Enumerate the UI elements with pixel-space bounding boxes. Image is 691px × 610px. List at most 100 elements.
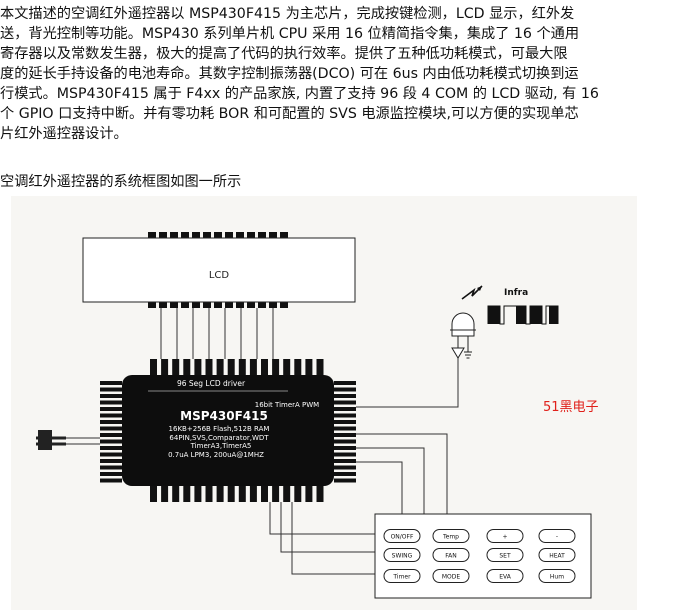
keypad-key-label: EVA [499, 574, 512, 581]
keypad-key[interactable] [432, 548, 470, 562]
chip-pin [100, 407, 122, 411]
lcd-pin [269, 232, 277, 238]
chip-pin [249, 486, 257, 502]
chip-pin [194, 359, 202, 375]
chip-pin [100, 394, 122, 398]
chip-pin [100, 387, 122, 392]
lcd-pin [181, 232, 189, 238]
chip-pin [183, 486, 191, 502]
lcd-pin [236, 302, 244, 308]
lcd-pin [148, 302, 156, 308]
chip-spec-power: 0.7uA LPM3, 200uA@1MHZ [168, 451, 264, 459]
paragraph-line: 本文描述的空调红外遥控器以 MSP430F415 为主芯片，完成按键检测，LCD… [0, 6, 575, 22]
paragraph-line: 送，背光控制等功能。MSP430 系列单片机 CPU 采用 16 位精简指令集，… [0, 26, 580, 42]
chip-pin [272, 359, 280, 375]
chip-pin [227, 486, 235, 502]
keypad-key[interactable] [432, 529, 470, 543]
chip-pins [100, 232, 356, 502]
ir-drive-wire [356, 358, 459, 408]
chip-pin [216, 359, 224, 375]
chip-pin [334, 478, 356, 483]
chip-pin [316, 359, 324, 375]
keypad-key[interactable] [486, 569, 524, 583]
keypad-key[interactable] [383, 569, 421, 583]
lcd-pin [192, 232, 200, 238]
chip-pin [283, 486, 291, 502]
chip-pin [205, 486, 213, 502]
chip-pin [334, 459, 356, 463]
paragraph-line: 个 GPIO 口支持中断。并有零功耗 BOR 和可配置的 SVS 电源监控模块,… [0, 106, 579, 122]
lcd-pin [181, 302, 189, 308]
chip-pin [334, 407, 356, 411]
chip-pin [100, 465, 122, 470]
figure-caption: 空调红外遥控器的系统框图如图一所示 [0, 174, 242, 190]
keypad-key[interactable] [486, 529, 524, 543]
keypad-key[interactable] [383, 548, 421, 562]
paragraph-line: 行模式。MSP430F415 属于 F4xx 的产品家族, 内置了支持 96 段… [0, 86, 599, 102]
keypad-key-label: ON/OFF [391, 534, 414, 541]
keypad-key[interactable] [538, 548, 576, 562]
keypad-wire [291, 502, 375, 575]
chip-pin [100, 413, 122, 418]
chip-pin [334, 446, 356, 450]
chip-pin [100, 433, 122, 437]
lcd-pin [225, 302, 233, 308]
paragraph-line: 片红外遥控器设计。 [0, 126, 128, 142]
infrared-emission-arrowhead [477, 286, 482, 291]
chip-pin [305, 486, 313, 502]
keypad-wire [356, 433, 448, 514]
chip-spec-timers: TimerA3,TimerA5 [190, 442, 252, 450]
lcd-block [82, 237, 356, 303]
lcd-pin [203, 302, 211, 308]
chip-pin [261, 359, 268, 375]
lcd-pin [236, 232, 244, 238]
keypad-key[interactable] [383, 529, 421, 543]
keypad-key-label: + [502, 534, 507, 541]
lcd-pin [258, 302, 266, 308]
chip-pin [100, 452, 122, 457]
chip-pin [261, 486, 268, 502]
chip-pin [334, 381, 356, 385]
chip-pin [161, 359, 169, 375]
lcd-pin [269, 302, 277, 308]
crystal-body [38, 430, 52, 450]
keypad-key-label: SWING [392, 553, 413, 560]
keypad-key-label: Timer [392, 574, 411, 581]
chip-pin [100, 478, 122, 483]
keypad-key[interactable] [538, 529, 576, 543]
infrared-emission-icon [461, 285, 483, 300]
lcd-pin [280, 232, 288, 238]
chip-pwm-label: 16bit TimerA PWM [255, 401, 319, 409]
keypad-key-label: - [556, 534, 558, 541]
chip-pin [334, 413, 356, 418]
keypad-key[interactable] [432, 569, 470, 583]
keypad-key-label: SET [499, 553, 511, 560]
lcd-pin [247, 302, 255, 308]
infrared-signal-pulse [516, 306, 526, 324]
chip-pin [249, 359, 257, 375]
chip-pin [100, 446, 122, 450]
keypad-key[interactable] [486, 548, 524, 562]
chip-pin [334, 472, 356, 476]
chip-pin [294, 359, 302, 375]
ir-led-icon [451, 312, 475, 337]
lcd-pin [258, 232, 266, 238]
chip-pin [305, 359, 313, 375]
diagram-canvas: LCD 96 Seg LCD driver 16bit TimerA PWM M… [36, 232, 599, 599]
chip-pin [172, 359, 180, 375]
chip-pin [334, 420, 356, 424]
chip-pin [100, 426, 122, 431]
system-block-diagram: LCD 96 Seg LCD driver 16bit TimerA PWM M… [0, 196, 691, 610]
chip-pin [334, 433, 356, 437]
keypad-key[interactable] [538, 569, 576, 583]
infrared-signal-pulse [549, 306, 558, 324]
chip-pin [238, 486, 246, 502]
chip-pin [283, 359, 291, 375]
chip-pin [205, 359, 213, 375]
keypad-key-label: Hum [550, 574, 564, 581]
chip-pin [238, 359, 246, 375]
chip-pin [100, 420, 122, 424]
infra-label: Infra [504, 288, 528, 298]
chip-pin [334, 400, 356, 405]
